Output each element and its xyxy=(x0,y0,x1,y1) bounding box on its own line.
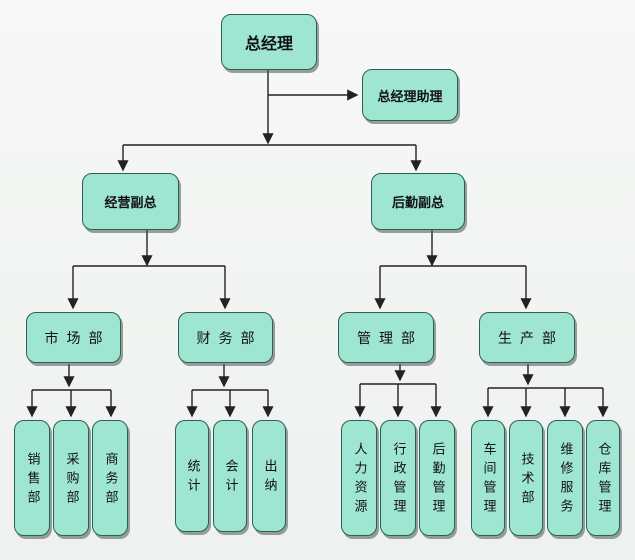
finance-dept-node: 财务部 xyxy=(178,312,273,363)
admin-unit-node: 行政管理 xyxy=(380,420,416,536)
warehouse-unit-node: 仓库管理 xyxy=(586,420,620,536)
maintenance-unit-node: 维修服务 xyxy=(547,420,583,536)
statistics-unit-node: 统计 xyxy=(175,420,209,532)
workshop-unit-node: 车间管理 xyxy=(471,420,505,536)
market-dept-node: 市场部 xyxy=(26,312,121,363)
accounting-unit-node: 会计 xyxy=(213,420,247,532)
sales-unit-node: 销售部 xyxy=(14,420,50,536)
production-dept-node: 生产部 xyxy=(479,312,575,363)
purchasing-unit-node: 采购部 xyxy=(53,420,89,536)
technology-unit-node: 技术部 xyxy=(509,420,543,536)
support-unit-node: 后勤管理 xyxy=(419,420,455,536)
vp-logistics-node: 后勤副总 xyxy=(371,173,465,230)
cashier-unit-node: 出纳 xyxy=(252,420,286,532)
commerce-unit-node: 商务部 xyxy=(92,420,128,536)
hr-unit-node: 人力资源 xyxy=(341,420,377,536)
ceo-node: 总经理 xyxy=(221,14,317,70)
management-dept-node: 管理部 xyxy=(338,312,434,363)
ceo-assistant-node: 总经理助理 xyxy=(362,69,458,121)
vp-operations-node: 经营副总 xyxy=(82,173,179,230)
